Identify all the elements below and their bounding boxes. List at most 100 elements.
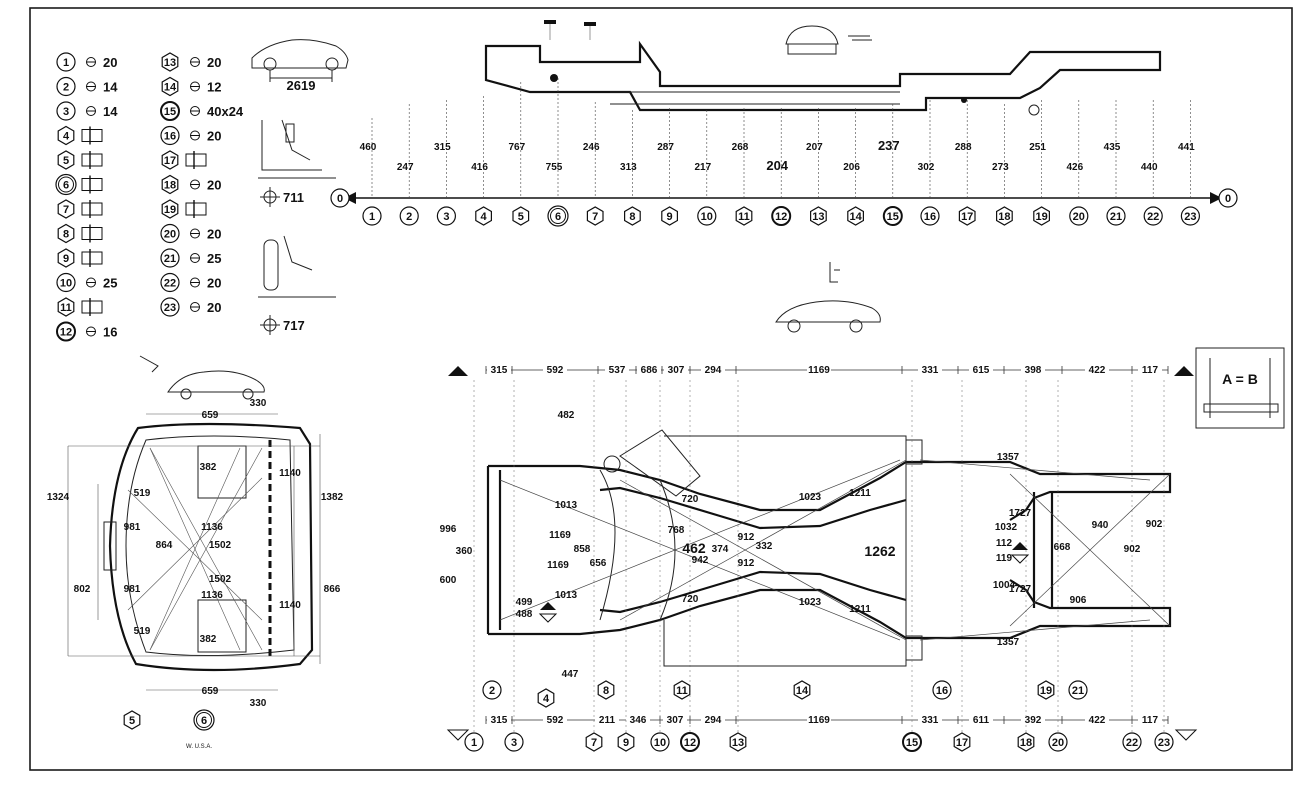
underbody-value: 1013 bbox=[555, 500, 578, 511]
front-dim-value: 1136 bbox=[201, 522, 223, 533]
bolt-icon bbox=[81, 224, 103, 243]
underbody-point-19: 19 bbox=[1037, 680, 1055, 700]
underbody-value: 1013 bbox=[555, 590, 578, 601]
legend-hole-size: 14 bbox=[103, 104, 118, 119]
legend-point-13: 13 bbox=[161, 52, 179, 72]
point-number: 16 bbox=[936, 685, 948, 697]
point-number: 13 bbox=[812, 211, 824, 223]
underbody-value: 1169 bbox=[549, 530, 571, 541]
height-value: 416 bbox=[471, 162, 488, 173]
front-dim-value: 866 bbox=[324, 584, 341, 595]
legend-hole-size: 12 bbox=[207, 80, 221, 95]
car-rear-icon bbox=[785, 25, 872, 55]
front-dim-value: 1502 bbox=[209, 574, 232, 585]
triangle-marker bbox=[538, 613, 558, 623]
point-number: 8 bbox=[629, 211, 635, 223]
point-number: 18 bbox=[164, 180, 176, 192]
hole-icon bbox=[190, 106, 200, 116]
bottom-dim-value: 392 bbox=[1025, 715, 1042, 726]
legend-point-10: 10 bbox=[56, 272, 76, 293]
top-dim-value: 686 bbox=[641, 365, 658, 376]
height-value: 767 bbox=[508, 142, 525, 153]
height-value: 287 bbox=[657, 142, 674, 153]
triangle-marker bbox=[1174, 729, 1198, 741]
point-number: 5 bbox=[518, 211, 524, 223]
hole-icon bbox=[86, 106, 96, 116]
top-dim-value: 398 bbox=[1025, 365, 1042, 376]
point-number: 3 bbox=[511, 737, 517, 749]
bottom-dim-value: 331 bbox=[922, 715, 939, 726]
side-point-8: 8 bbox=[623, 206, 641, 226]
front-dim-value: 330 bbox=[250, 398, 267, 409]
underbody-value: 482 bbox=[558, 410, 575, 421]
height-value: 460 bbox=[360, 142, 377, 153]
point-number: 6 bbox=[63, 180, 69, 192]
height-value: 755 bbox=[546, 162, 563, 173]
point-number: 10 bbox=[701, 211, 713, 223]
dim-label-bg bbox=[626, 713, 650, 725]
diagonal-measure bbox=[499, 459, 901, 621]
legend-point-8: 8 bbox=[57, 223, 75, 244]
point-number: 4 bbox=[481, 211, 488, 223]
point-number: 13 bbox=[164, 57, 176, 69]
height-value: 302 bbox=[918, 162, 935, 173]
dim-label-bg bbox=[1085, 363, 1109, 375]
bottom-dim-value: 117 bbox=[1142, 715, 1159, 726]
underbody-value: 1357 bbox=[997, 637, 1020, 648]
legend-point-17: 17 bbox=[161, 150, 179, 170]
side-point-17: 17 bbox=[958, 206, 976, 226]
triangle-marker bbox=[1010, 554, 1030, 564]
height-value: 288 bbox=[955, 142, 972, 153]
underbody-value: 902 bbox=[1146, 519, 1163, 530]
front-point-5: 5 bbox=[123, 710, 141, 730]
point-number: 6 bbox=[201, 715, 207, 727]
hole-icon bbox=[190, 302, 200, 312]
underbody-value: 858 bbox=[574, 544, 591, 555]
underbody-value: 462 bbox=[682, 540, 706, 556]
point-number: 17 bbox=[956, 737, 968, 749]
hole-icon bbox=[190, 130, 200, 141]
side-point-9: 9 bbox=[661, 206, 679, 226]
underbody-value: 112 bbox=[996, 538, 1013, 549]
height-value: 435 bbox=[1104, 142, 1121, 153]
side-point-18: 18 bbox=[995, 206, 1013, 226]
car-front-illustration bbox=[139, 355, 265, 400]
point-number: 5 bbox=[63, 155, 69, 167]
legend-hole-size: 20 bbox=[207, 227, 221, 242]
point-number: 14 bbox=[796, 685, 809, 697]
side-point-23: 23 bbox=[1180, 206, 1201, 226]
point-number: 23 bbox=[164, 302, 176, 314]
bottom-dim-value: 422 bbox=[1089, 715, 1106, 726]
bottom-point-1: 1 bbox=[464, 732, 484, 752]
hole-icon bbox=[86, 57, 96, 67]
front-dim-value: 382 bbox=[200, 634, 217, 645]
point-number: 9 bbox=[63, 253, 69, 265]
front-dim-value: 1136 bbox=[201, 590, 223, 601]
ref-717: 717 bbox=[283, 318, 305, 333]
diagonal-measure bbox=[919, 619, 1151, 641]
underbody-point-11: 11 bbox=[673, 680, 691, 700]
legend-hole-size: 14 bbox=[103, 80, 118, 95]
front-dim-value: 1140 bbox=[279, 600, 301, 611]
legend-point-5: 5 bbox=[57, 150, 75, 170]
hole-icon bbox=[86, 277, 96, 288]
front-dim-value: 659 bbox=[202, 686, 219, 697]
point-number: 2 bbox=[406, 211, 412, 223]
front-dim-value: 659 bbox=[202, 410, 219, 421]
legend-hole-size: 25 bbox=[103, 276, 117, 291]
height-value: 313 bbox=[620, 162, 637, 173]
height-value: 441 bbox=[1178, 142, 1195, 153]
height-value: 273 bbox=[992, 162, 1009, 173]
dim-label-bg bbox=[543, 713, 567, 725]
point-number: 20 bbox=[164, 229, 176, 241]
top-dim-value: 1169 bbox=[808, 365, 830, 376]
side-point-21: 21 bbox=[1106, 206, 1126, 226]
hole-icon bbox=[190, 81, 200, 92]
point-number: 15 bbox=[906, 737, 918, 749]
point-number: 21 bbox=[1110, 211, 1122, 223]
arrow-left-icon bbox=[344, 192, 356, 204]
legend-point-11: 11 bbox=[57, 297, 75, 317]
